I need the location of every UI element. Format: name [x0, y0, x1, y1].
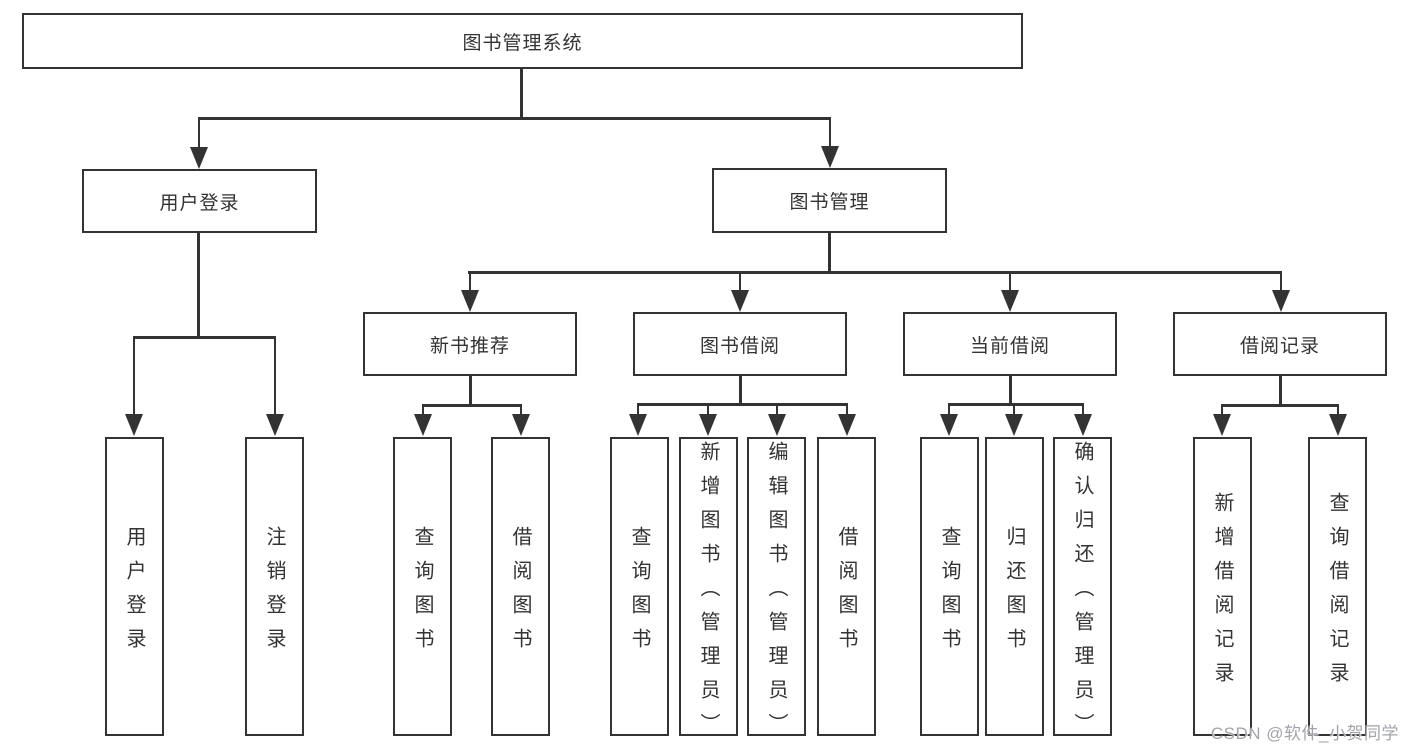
leaf-label: 用户登录 — [123, 525, 145, 662]
connector-recommendation-hline — [422, 404, 522, 407]
leaf-rec-borrow-books: 借阅图书 — [491, 437, 550, 736]
arrow-down-new-book-recommendation — [461, 271, 479, 312]
arrow-down-book-management — [821, 117, 839, 168]
connector-book-management-vline — [828, 233, 831, 272]
leaf-bb-add-books-admin: 新增图书（管理员） — [679, 437, 738, 747]
leaf-label: 查询图书 — [628, 525, 650, 662]
leaf-logout-login: 注销登录 — [245, 437, 304, 736]
node-label: 用户登录 — [159, 192, 240, 214]
leaf-bb-edit-books-admin: 编辑图书（管理员） — [747, 437, 806, 747]
leaf-label: 编辑图书（管理员） — [765, 440, 787, 747]
arrow-down-br-add-record — [1213, 404, 1231, 436]
arrow-down-borrowing-records — [1272, 271, 1290, 312]
node-new-book-recommendation: 新书推荐 — [363, 312, 577, 376]
connector-records-hline — [1221, 404, 1339, 407]
node-current-borrowing: 当前借阅 — [903, 312, 1117, 376]
leaf-label: 归还图书 — [1003, 525, 1025, 662]
leaf-label: 查询图书 — [411, 525, 433, 662]
watermark-text: CSDN @软件_小贺同学 — [1210, 724, 1399, 743]
arrow-down-current-borrowing — [1001, 271, 1019, 312]
node-user-login: 用户登录 — [82, 169, 317, 233]
node-library-management-system: 图书管理系统 — [22, 13, 1023, 69]
arrow-down-bb-add-books — [699, 403, 717, 436]
connector-borrowing-hline — [637, 403, 848, 406]
leaf-label: 查询借阅记录 — [1326, 491, 1348, 696]
node-label: 新书推荐 — [429, 335, 510, 357]
connector-user-login-hline — [133, 336, 276, 339]
connector-records-vline — [1279, 376, 1282, 405]
node-label: 图书管理系统 — [462, 32, 583, 54]
leaf-user-login: 用户登录 — [105, 437, 164, 736]
connector-user-login-vline — [197, 233, 200, 336]
leaf-rec-query-books: 查询图书 — [393, 437, 452, 736]
leaf-label: 查询图书 — [938, 525, 960, 662]
connector-root-vline — [520, 69, 523, 117]
leaf-label: 注销登录 — [263, 525, 285, 662]
leaf-bb-borrow-books: 借阅图书 — [817, 437, 876, 736]
arrow-down-bb-edit-books — [768, 403, 786, 436]
node-book-management: 图书管理 — [712, 168, 947, 233]
leaf-label: 新增借阅记录 — [1211, 491, 1233, 696]
leaf-label: 借阅图书 — [509, 525, 531, 662]
arrow-down-rec-borrow-books — [512, 404, 530, 436]
leaf-label: 借阅图书 — [835, 525, 857, 662]
node-label: 图书管理 — [789, 192, 870, 213]
leaf-br-query-borrow-record: 查询借阅记录 — [1308, 437, 1367, 736]
leaf-cb-return-books: 归还图书 — [985, 437, 1044, 736]
arrow-down-cb-query-books — [940, 403, 958, 436]
node-book-borrowing: 图书借阅 — [633, 312, 847, 376]
connector-recommendation-vline — [469, 376, 472, 405]
connector-book-management-hline — [468, 271, 1282, 274]
connector-current-hline — [948, 403, 1084, 406]
arrow-down-cb-confirm-return — [1074, 403, 1092, 436]
arrow-down-rec-query-books — [414, 404, 432, 436]
node-label: 图书借阅 — [699, 335, 780, 357]
connector-current-vline — [1009, 376, 1012, 404]
arrow-down-leaf-logout — [266, 336, 284, 436]
arrow-down-user-login — [190, 117, 208, 169]
arrow-down-cb-return-books — [1005, 403, 1023, 436]
arrow-down-bb-borrow-books — [838, 403, 856, 436]
connector-borrowing-vline — [739, 376, 742, 404]
leaf-cb-query-books: 查询图书 — [920, 437, 979, 736]
node-label: 当前借阅 — [969, 335, 1050, 357]
leaf-br-add-borrow-record: 新增借阅记录 — [1193, 437, 1252, 736]
leaf-bb-query-books: 查询图书 — [610, 437, 669, 736]
connector-root-hline — [198, 117, 831, 120]
leaf-label: 确认归还（管理员） — [1071, 440, 1093, 747]
leaf-label: 新增图书（管理员） — [697, 440, 719, 747]
arrow-down-br-query-record — [1329, 404, 1347, 436]
node-label: 借阅记录 — [1239, 335, 1320, 357]
node-borrowing-records: 借阅记录 — [1173, 312, 1387, 376]
leaf-cb-confirm-return-admin: 确认归还（管理员） — [1053, 437, 1112, 747]
arrow-down-bb-query-books — [629, 403, 647, 436]
arrow-down-leaf-user-login — [125, 336, 143, 436]
arrow-down-book-borrowing — [731, 271, 749, 312]
